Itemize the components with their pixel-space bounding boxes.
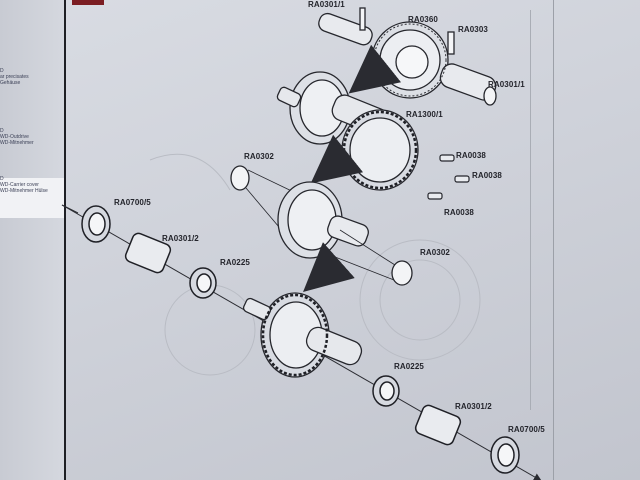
part-label: RA0038	[472, 171, 502, 180]
left-callout-box	[0, 178, 66, 218]
left-margin-note: WD-Outdrive	[0, 134, 29, 140]
left-margin-note: ar precisates	[0, 74, 29, 80]
assembly-arrow-3	[303, 242, 355, 292]
part-label: RA0301/2	[455, 402, 492, 411]
diff-with-shims	[230, 165, 413, 286]
screws	[427, 154, 470, 200]
part-label: RA0038	[456, 151, 486, 160]
part-label: RA0303	[458, 25, 488, 34]
page-edge-line	[553, 0, 554, 480]
part-label: RA0301/1	[488, 80, 525, 89]
page-binding-line	[64, 0, 66, 480]
part-label: RA0225	[394, 362, 424, 371]
left-margin-note: WD-Mitnehmer Hülse	[0, 188, 48, 194]
assembly-arrow-1	[348, 44, 402, 94]
part-label: RA0038	[444, 208, 474, 217]
part-label: RA0301/1	[308, 0, 345, 9]
left-margin-note: D	[0, 176, 4, 182]
frame-line	[530, 10, 531, 410]
bottom-gear-teeth	[261, 293, 329, 377]
assembly-arrow-2	[310, 134, 364, 184]
part-label: RA0360	[408, 15, 438, 24]
right-bearing-stack	[372, 375, 520, 474]
left-margin-note: Gehäuse	[0, 80, 21, 86]
red-header-mark	[72, 0, 104, 5]
part-label: RA0302	[420, 248, 450, 257]
part-label: RA0301/2	[162, 234, 199, 243]
left-margin-column	[0, 0, 66, 480]
diff-assembled-bottom	[242, 292, 363, 378]
left-margin-note: D	[0, 68, 4, 74]
part-label: RA0700/5	[508, 425, 545, 434]
part-label: RA0302	[244, 152, 274, 161]
part-label: RA0225	[220, 258, 250, 267]
left-margin-note: WD-Mitnehmer	[0, 140, 34, 146]
part-label: RA0700/5	[114, 198, 151, 207]
left-margin-note: D	[0, 128, 4, 134]
part-label: RA1300/1	[406, 110, 443, 119]
left-bearing-stack	[81, 205, 217, 299]
left-margin-note: WD-Carrier cover	[0, 182, 39, 188]
